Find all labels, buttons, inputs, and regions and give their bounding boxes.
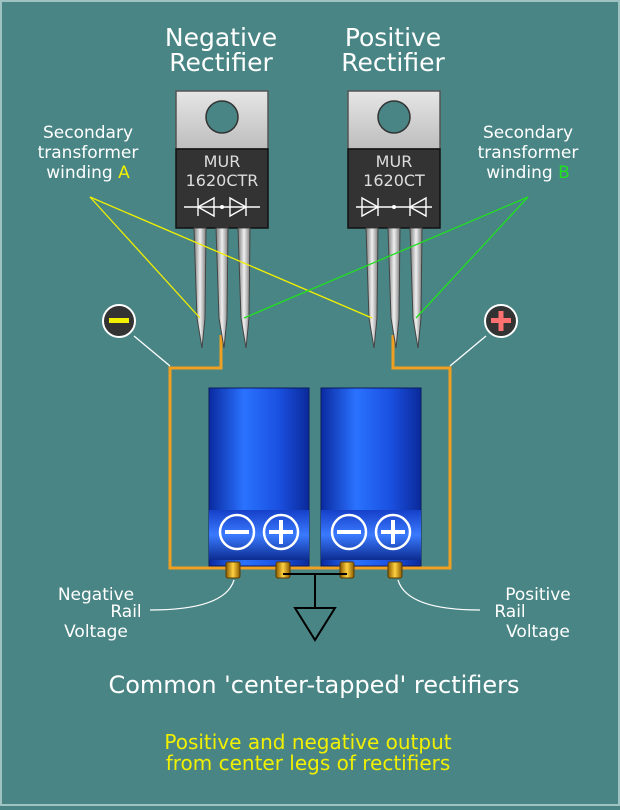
positive-rectifier-title-line2: Rectifier <box>341 48 445 77</box>
winding-a-line1: Secondary <box>43 123 133 143</box>
part-brand: MUR <box>376 152 413 171</box>
positive-rail-line3: Voltage <box>506 622 570 642</box>
diode-junction-dot <box>392 205 396 209</box>
winding-b-line1: Secondary <box>483 123 573 143</box>
positive-rail-line2: Rail <box>494 602 525 622</box>
winding-b-label: Secondary transformer winding B <box>478 123 579 183</box>
diode-junction-dot <box>220 205 224 209</box>
capacitor-right <box>320 387 422 567</box>
part-number: 1620CTR <box>186 171 259 190</box>
minus-terminal-icon <box>330 513 368 551</box>
note-line1: Positive and negative output <box>164 730 451 754</box>
positive-rail-line1: Positive <box>505 585 571 605</box>
minus-badge <box>102 304 171 367</box>
winding-a-label: Secondary transformer winding A <box>38 123 139 183</box>
positive-rectifier-title-line1: Positive <box>345 23 441 52</box>
winding-b-line3: winding B <box>486 163 570 183</box>
negative-rail-label: Negative Rail Voltage <box>58 579 235 642</box>
rectifier-legs <box>365 227 423 349</box>
winding-a-lines <box>89 196 373 319</box>
minus-terminal-icon <box>218 513 256 551</box>
winding-b-lines <box>243 196 529 319</box>
plus-badge <box>449 304 518 367</box>
ground-symbol <box>283 573 347 642</box>
negative-rail-line2: Rail <box>110 602 141 622</box>
negative-rectifier: MUR 1620CTR <box>175 90 269 349</box>
output-wiring <box>168 335 452 570</box>
part-brand: MUR <box>204 152 241 171</box>
winding-b-line2: transformer <box>478 143 579 163</box>
diode-symbol <box>356 196 432 218</box>
plus-terminal-icon <box>374 513 412 551</box>
negative-rectifier-title-line2: Rectifier <box>169 48 273 77</box>
rectifier-legs <box>193 227 251 349</box>
winding-a-line3: winding A <box>46 163 130 183</box>
package-body <box>175 148 269 229</box>
note-line2: from center legs of rectifiers <box>166 751 451 775</box>
mounting-hole <box>205 100 239 134</box>
negative-rectifier-title-line1: Negative <box>165 23 277 52</box>
mounting-hole <box>377 100 411 134</box>
winding-a-line2: transformer <box>38 143 139 163</box>
positive-rail-label: Positive Rail Voltage <box>397 579 571 642</box>
part-number: 1620CT <box>363 171 425 190</box>
negative-rail-line3: Voltage <box>64 622 128 642</box>
caption: Common 'center-tapped' rectifiers <box>108 671 519 699</box>
negative-rail-line1: Negative <box>58 585 134 605</box>
plus-terminal-icon <box>262 513 300 551</box>
positive-rectifier: MUR 1620CT <box>347 90 441 349</box>
capacitor-left <box>208 387 310 567</box>
